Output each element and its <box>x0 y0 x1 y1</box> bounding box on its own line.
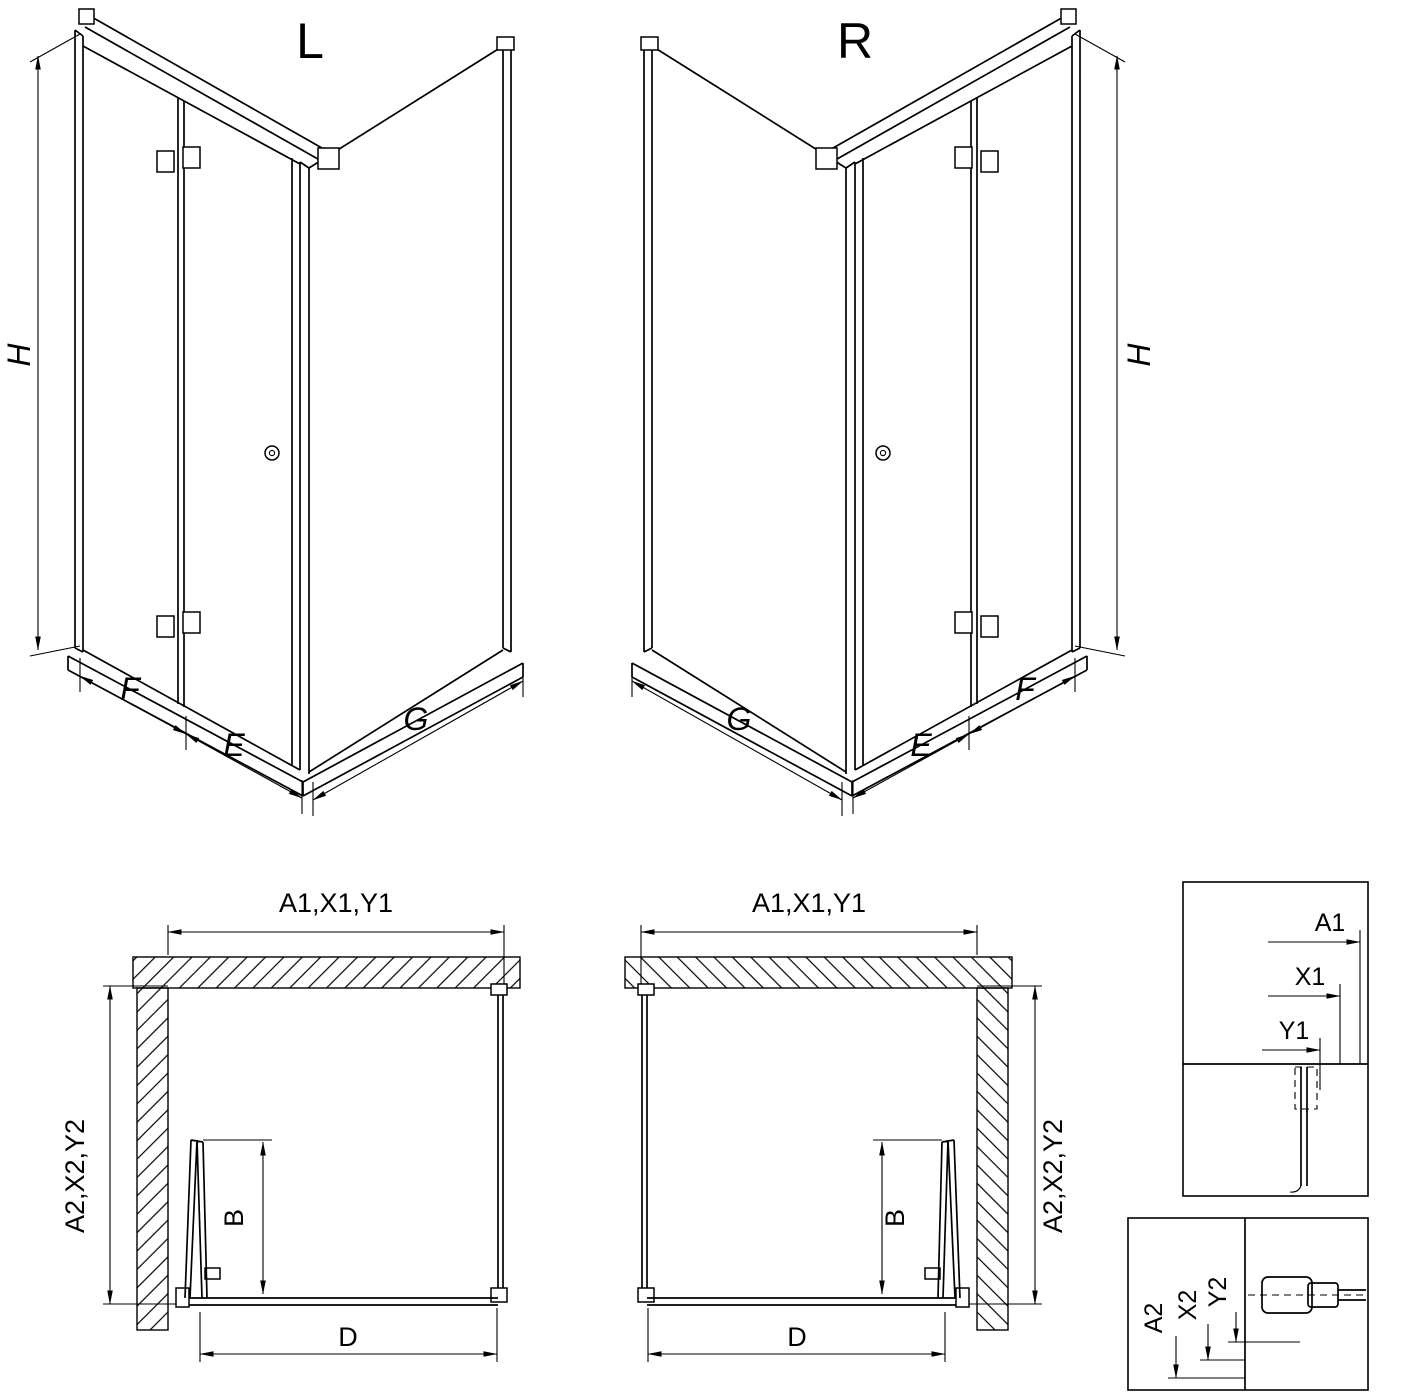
top-support-bar <box>78 8 340 170</box>
dim-label-width-plan-right: A1,X1,Y1 <box>752 888 866 918</box>
door-handle-plan <box>204 1267 221 1280</box>
plan-dimension-lines <box>103 925 505 1362</box>
dim-label-g-right: G <box>727 701 752 737</box>
door-hinges <box>156 146 201 638</box>
glass-clamp-section <box>1248 1276 1366 1314</box>
detail-width-adjustment <box>1182 881 1369 1197</box>
dim-label-depth-plan-right: A2,X2,Y2 <box>1038 1119 1068 1233</box>
detail-label-y1: Y1 <box>1279 1017 1310 1045</box>
dim-label-f-left: F <box>120 671 142 707</box>
bar-end-cap <box>78 8 95 25</box>
bar-corner-bracket <box>317 147 340 170</box>
dim-label-height-left: H <box>1 343 37 367</box>
wall-side-hatched <box>136 987 169 1331</box>
detail-label-y2: Y2 <box>1204 1277 1232 1308</box>
detail-label-a1: A1 <box>1315 909 1346 937</box>
dim-label-door-plan-right: B <box>880 1209 910 1227</box>
glass-walls <box>74 29 515 774</box>
iso-view-left-geometry <box>29 8 524 816</box>
dim-label-door-plan-left: B <box>219 1209 249 1227</box>
plan-view-right-geometry <box>625 925 1042 1362</box>
dim-label-width-plan-left: A1,X1,Y1 <box>279 888 393 918</box>
dim-label-height-right: H <box>1121 343 1157 367</box>
dim-label-depth-plan-left: A2,X2,Y2 <box>60 1119 90 1233</box>
plan-bottom-track <box>175 1267 498 1308</box>
dim-label-opening-plan-right: D <box>787 1322 807 1352</box>
wall-profile-cap <box>496 36 515 51</box>
dim-label-e-right: E <box>910 727 932 763</box>
iso-left-title: L <box>296 13 324 69</box>
plan-view-left-geometry <box>103 925 521 1362</box>
plan-open-door <box>184 1139 208 1299</box>
iso-dimension-lines <box>29 33 524 816</box>
dim-label-f-right: F <box>1015 671 1037 707</box>
dim-label-g-left: G <box>404 701 429 737</box>
dim-label-e-left: E <box>223 727 245 763</box>
wall-profile-section <box>1289 1066 1318 1193</box>
iso-right-title: R <box>837 13 873 69</box>
detail-label-a2: A2 <box>1140 1303 1168 1334</box>
detail-label-x1: X1 <box>1295 963 1326 991</box>
iso-view-right-geometry <box>632 9 1125 816</box>
wall-top-hatched <box>132 956 521 989</box>
door-handle <box>264 445 280 461</box>
detail-label-x2: X2 <box>1174 1290 1202 1321</box>
detail-depth-adjustment <box>1127 1217 1369 1391</box>
door-pivot-block <box>175 1287 190 1308</box>
dim-label-opening-plan-left: D <box>338 1322 358 1352</box>
plan-glass-panel <box>490 983 508 1303</box>
